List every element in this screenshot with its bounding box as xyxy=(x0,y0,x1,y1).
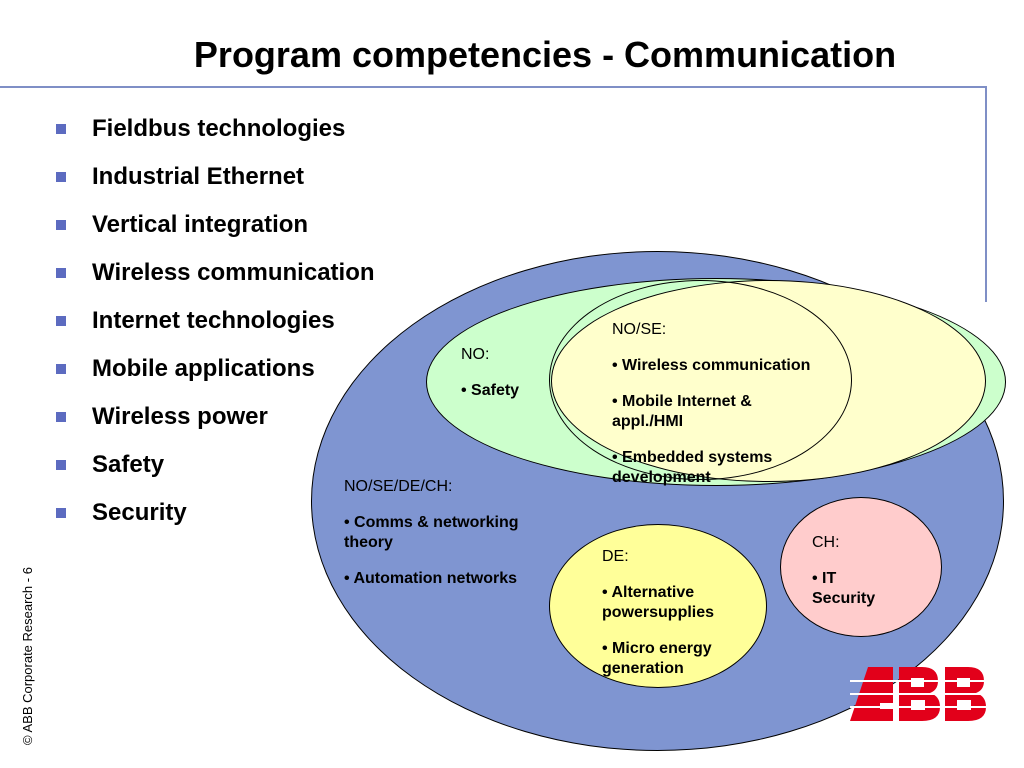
no-se-overlap-outline xyxy=(549,280,852,480)
square-bullet-icon xyxy=(56,508,66,518)
list-item: Internet technologies xyxy=(56,304,375,352)
de-heading: DE: xyxy=(602,548,629,565)
no-item: • Safety xyxy=(461,382,520,399)
list-item: Security xyxy=(56,496,375,544)
list-item: Wireless power xyxy=(56,400,375,448)
square-bullet-icon xyxy=(56,220,66,230)
no-se-item: • Mobile Internet & appl./HMI xyxy=(612,393,752,430)
no-se-item: • Embedded systems development xyxy=(612,449,773,486)
no-se-de-ch-heading: NO/SE/DE/CH: xyxy=(344,478,453,495)
square-bullet-icon xyxy=(56,124,66,134)
square-bullet-icon xyxy=(56,460,66,470)
ch-label: CH: • IT Security xyxy=(812,533,902,625)
title-underline xyxy=(0,86,987,88)
de-item: • Alternative powersupplies xyxy=(602,584,715,621)
no-se-de-ch-item: • Comms & networking theory xyxy=(344,514,519,551)
no-se-de-ch-label: NO/SE/DE/CH: • Comms & networking theory… xyxy=(344,477,566,605)
no-heading: NO: xyxy=(461,346,490,363)
de-ellipse xyxy=(549,524,767,688)
list-item: Industrial Ethernet xyxy=(56,160,375,208)
abb-logo xyxy=(850,667,988,721)
no-se-item: • Wireless communication xyxy=(612,357,811,374)
copyright-footer: © ABB Corporate Research - 6 xyxy=(20,567,35,745)
square-bullet-icon xyxy=(56,172,66,182)
list-item: Safety xyxy=(56,448,375,496)
ch-item: • IT Security xyxy=(812,570,876,607)
de-label: DE: • Alternative powersupplies • Micro … xyxy=(602,547,752,695)
competency-list: Fieldbus technologies Industrial Etherne… xyxy=(56,112,375,544)
list-item: Mobile applications xyxy=(56,352,375,400)
list-item: Fieldbus technologies xyxy=(56,112,375,160)
right-border-line xyxy=(985,86,987,302)
slide-title: Program competencies - Communication xyxy=(193,34,897,75)
square-bullet-icon xyxy=(56,268,66,278)
square-bullet-icon xyxy=(56,412,66,422)
list-item: Wireless communication xyxy=(56,256,375,304)
no-se-label: NO/SE: • Wireless communication • Mobile… xyxy=(612,320,822,504)
ch-heading: CH: xyxy=(812,534,840,551)
square-bullet-icon xyxy=(56,364,66,374)
list-item: Vertical integration xyxy=(56,208,375,256)
no-label: NO: • Safety xyxy=(461,345,519,417)
ch-ellipse xyxy=(780,497,942,637)
de-item: • Micro energy generation xyxy=(602,640,712,677)
no-se-heading: NO/SE: xyxy=(612,321,667,338)
no-se-de-ch-item: • Automation networks xyxy=(344,570,518,587)
square-bullet-icon xyxy=(56,316,66,326)
